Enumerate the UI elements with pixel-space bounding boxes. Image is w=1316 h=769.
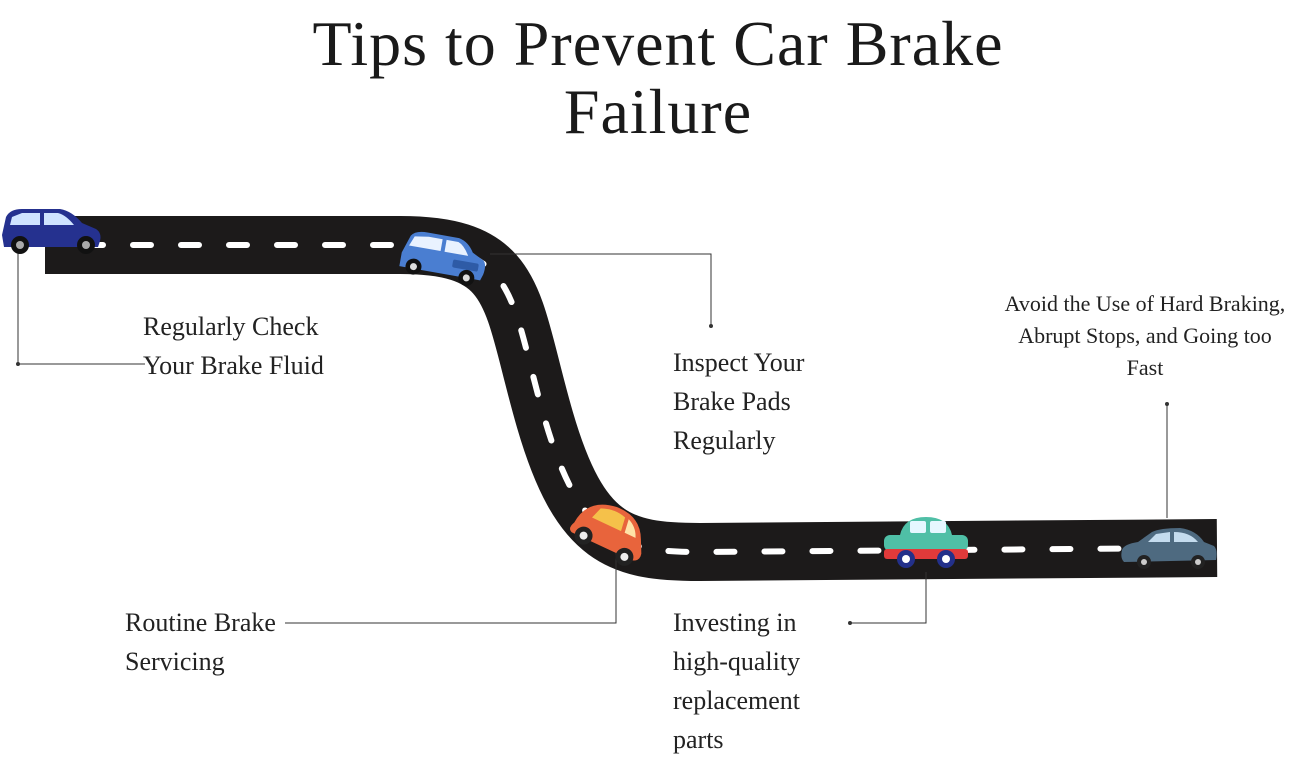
tip-line: Routine Brake [125,608,276,637]
tip-line: Regularly [673,426,776,455]
tip-line: Inspect Your [673,348,805,377]
tip-line: parts [673,725,724,754]
car-teal-icon [884,517,968,568]
connectors [16,252,1169,625]
title-line-1: Tips to Prevent Car Brake [312,8,1004,79]
connector-2-dot [709,324,713,328]
tip-line: high-quality [673,647,801,676]
connector-1-dot [16,362,20,366]
tip-routine-servicing: Routine Brake Servicing [125,603,276,681]
car-orange-beetle-icon [570,504,642,566]
car-blue-suv-icon [399,231,486,286]
tip-line: Investing in [673,608,797,637]
page-title: Tips to Prevent Car Brake Failure [0,10,1316,146]
tip-line: Your Brake Fluid [143,351,324,380]
connector-2 [490,253,712,326]
connector-3 [285,550,617,624]
connector-4 [850,572,927,624]
tip-line: Brake Pads [673,387,791,416]
car-navy-icon [2,209,101,254]
tip-avoid-hard-braking: Avoid the Use of Hard Braking, Abrupt St… [980,288,1310,384]
connector-5-dot [1165,402,1169,406]
tip-brake-pads: Inspect Your Brake Pads Regularly [673,343,804,460]
tip-line: Servicing [125,647,225,676]
tip-line: Regularly Check [143,312,319,341]
tip-line: Abrupt Stops, and Going too [1018,323,1272,348]
tip-line: replacement [673,686,801,715]
car-slate-sedan-icon [1121,528,1217,569]
tip-line: Fast [1126,355,1164,380]
connector-4-dot [848,621,852,625]
tip-brake-fluid: Regularly Check Your Brake Fluid [143,307,324,385]
tip-quality-parts: Investing in high-quality replacement pa… [673,603,800,759]
tip-line: Avoid the Use of Hard Braking, [1004,291,1286,316]
title-line-2: Failure [563,76,753,147]
